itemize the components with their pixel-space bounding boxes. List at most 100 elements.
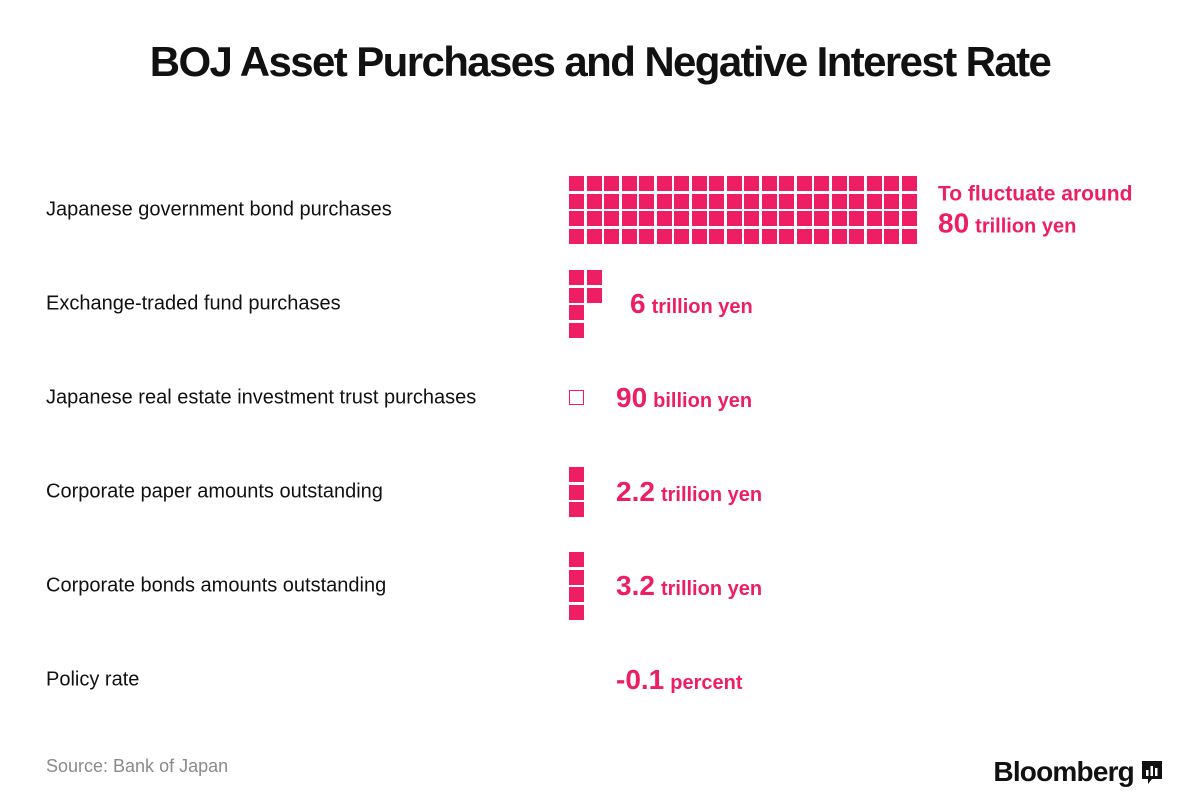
unit-square xyxy=(709,211,724,227)
unit-square xyxy=(586,287,602,303)
unit-square xyxy=(604,211,619,227)
unit-square xyxy=(656,193,672,209)
bloomberg-chart-icon xyxy=(1142,761,1162,784)
unit-square-partial xyxy=(569,390,584,405)
unit-square xyxy=(569,228,584,244)
unit-square xyxy=(744,176,759,192)
unit-square xyxy=(639,176,654,192)
unit-square xyxy=(779,211,794,227)
unit-square xyxy=(779,176,794,192)
unit-square xyxy=(866,176,882,192)
unit-square xyxy=(656,176,672,192)
unit-square xyxy=(779,228,794,244)
unit-square xyxy=(901,228,917,244)
unit-square xyxy=(621,228,637,244)
unit-square xyxy=(569,604,584,620)
unit-square xyxy=(901,193,917,209)
unit-square xyxy=(639,228,654,244)
unit-square xyxy=(901,211,917,227)
unit-square xyxy=(726,176,742,192)
unit-square xyxy=(884,176,899,192)
unit-square xyxy=(586,176,602,192)
unit-square xyxy=(726,193,742,209)
unit-square xyxy=(569,467,584,482)
unit-square xyxy=(656,228,672,244)
unit-square xyxy=(761,193,777,209)
unit-square xyxy=(849,176,864,192)
unit-square xyxy=(814,211,829,227)
unit-square xyxy=(691,193,707,209)
unit-square xyxy=(866,193,882,209)
unit-square xyxy=(586,193,602,209)
source-note: Source: Bank of Japan xyxy=(46,756,229,776)
unit-square xyxy=(796,211,812,227)
unit-square xyxy=(569,193,584,209)
unit-square xyxy=(569,587,584,603)
unit-square xyxy=(569,322,584,338)
row-label: Japanese real estate investment trust pu… xyxy=(46,386,477,409)
unit-square xyxy=(761,176,777,192)
unit-square xyxy=(674,176,689,192)
unit-square xyxy=(796,176,812,192)
value-unit: billion yen xyxy=(653,390,753,412)
unit-square xyxy=(621,193,637,209)
unit-square xyxy=(726,228,742,244)
value-unit: trillion yen xyxy=(660,484,763,506)
unit-square xyxy=(831,193,847,209)
unit-square xyxy=(639,193,654,209)
unit-square xyxy=(726,211,742,227)
value-unit: trillion yen xyxy=(660,578,763,600)
unit-square xyxy=(691,211,707,227)
value-number: 6 xyxy=(630,288,646,319)
unit-square xyxy=(884,211,899,227)
value-unit: percent xyxy=(670,672,743,694)
unit-square xyxy=(569,176,584,192)
unit-square xyxy=(569,552,584,568)
unit-square xyxy=(674,228,689,244)
unit-square xyxy=(796,228,812,244)
unit-square xyxy=(639,211,654,227)
unit-square xyxy=(779,193,794,209)
unit-square xyxy=(831,176,847,192)
value-unit: trillion yen xyxy=(975,215,1077,238)
unit-square xyxy=(569,484,584,500)
unit-square xyxy=(761,211,777,227)
row-2: Japanese real estate investment trust pu… xyxy=(0,0,1200,413)
unit-square xyxy=(586,228,602,244)
unit-square xyxy=(761,228,777,244)
unit-square xyxy=(814,193,829,209)
unit-square xyxy=(709,228,724,244)
unit-square xyxy=(744,228,759,244)
chart-title: BOJ Asset Purchases and Negative Interes… xyxy=(149,38,1052,85)
unit-square xyxy=(814,176,829,192)
row-label: Policy rate xyxy=(46,668,140,691)
value-prefix: To fluctuate around xyxy=(938,182,1133,206)
unit-square xyxy=(831,211,847,227)
unit-square xyxy=(744,193,759,209)
unit-square xyxy=(569,569,584,585)
brand-name: Bloomberg xyxy=(993,756,1134,787)
unit-square xyxy=(604,228,619,244)
unit-square xyxy=(656,211,672,227)
value-number: 80 xyxy=(938,207,970,239)
unit-square xyxy=(621,176,637,192)
unit-square xyxy=(691,176,707,192)
unit-square xyxy=(709,176,724,192)
row-label: Corporate bonds amounts outstanding xyxy=(46,574,387,597)
unit-square xyxy=(866,228,882,244)
value-number: 90 xyxy=(616,382,648,413)
value-number: 2.2 xyxy=(616,476,655,507)
value-number: 3.2 xyxy=(616,570,655,601)
unit-square xyxy=(604,193,619,209)
unit-square xyxy=(569,270,584,286)
unit-square xyxy=(884,193,899,209)
